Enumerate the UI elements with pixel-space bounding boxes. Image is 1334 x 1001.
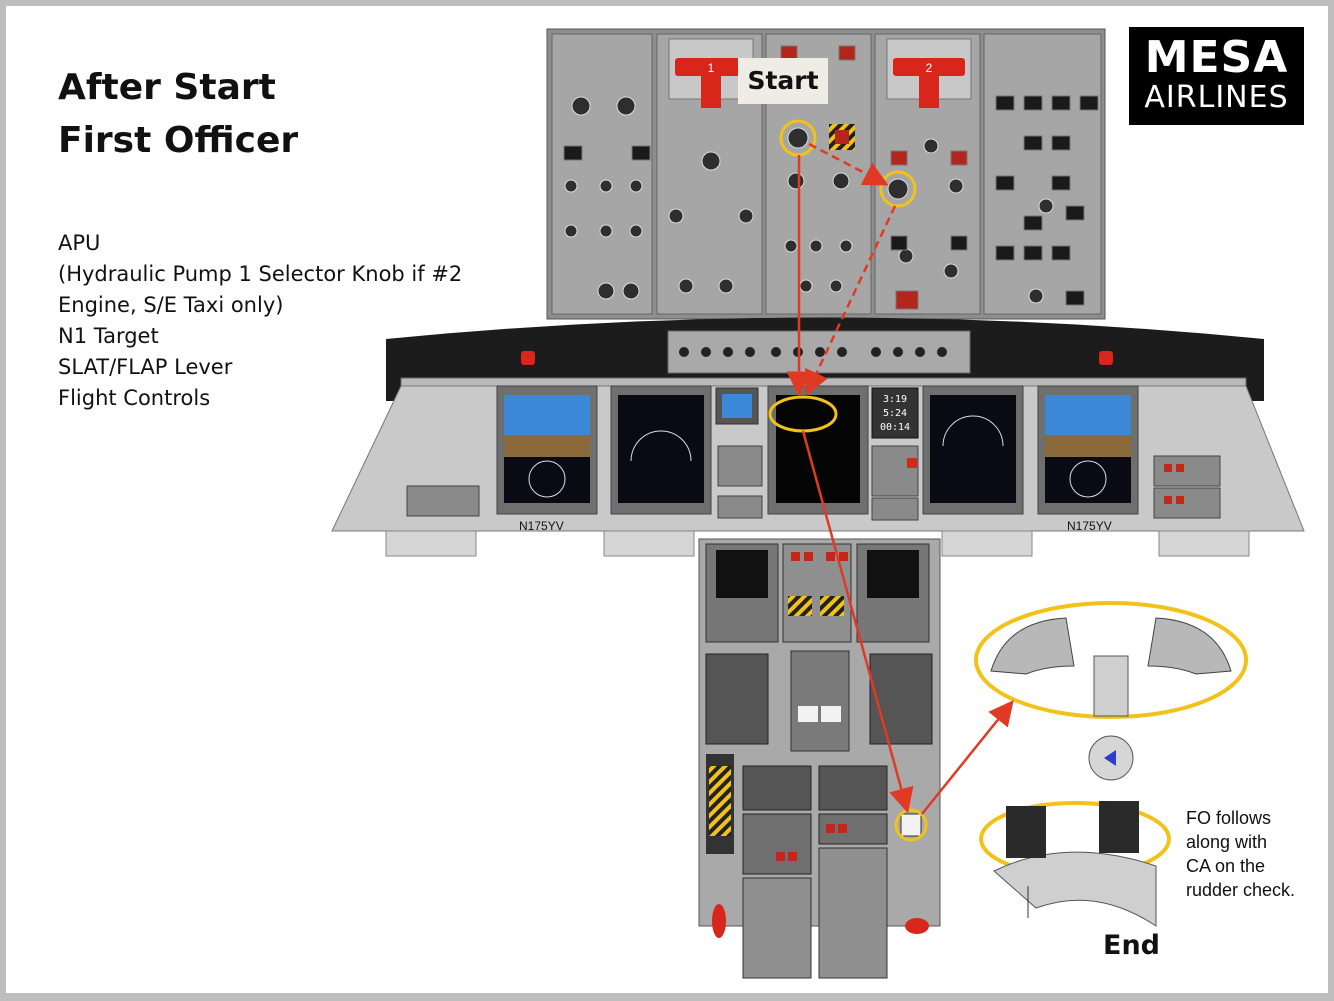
instrument-panel: 3:19 5:24 00:14 <box>331 317 1305 557</box>
cockpit-diagram: 1 2 <box>331 28 1305 979</box>
clock-digit-2: 5:24 <box>883 408 907 419</box>
slide: After Start First Officer APU (Hydraulic… <box>6 6 1328 993</box>
yoke-highlight <box>974 601 1248 719</box>
logo-line-1: MESA <box>1144 32 1289 83</box>
logo-line-2: AIRLINES <box>1144 80 1289 115</box>
tail-registration-right: N175YV <box>1067 519 1112 533</box>
step-item: APU <box>58 231 101 255</box>
hydraulic-pump-knob-highlight <box>879 170 917 208</box>
overhead-panel: 1 2 <box>546 28 1106 320</box>
flow-start-label: Start <box>738 58 828 104</box>
clock-digit-3: 00:14 <box>880 422 910 433</box>
step-item: SLAT/FLAP Lever <box>58 355 233 379</box>
flow-arrows <box>786 142 1014 815</box>
flow-end-label: End <box>1103 930 1160 961</box>
step-list: APU (Hydraulic Pump 1 Selector Knob if #… <box>58 228 462 414</box>
center-pedestal <box>698 538 941 979</box>
slide-title: After Start First Officer <box>58 61 298 167</box>
tail-registration-left: N175YV <box>519 519 564 533</box>
fo-rudder-check-note: FO follows along with CA on the rudder c… <box>1186 808 1296 900</box>
flight-controls-inset <box>974 601 1248 927</box>
step-item: Engine, S/E Taxi only) <box>58 293 284 317</box>
step-item: Flight Controls <box>58 386 211 410</box>
engine-1-handle-label: 1 <box>708 61 715 75</box>
clock-digit-1: 3:19 <box>883 394 907 405</box>
step-item: (Hydraulic Pump 1 Selector Knob if #2 <box>58 262 463 286</box>
engine-2-handle-label: 2 <box>926 61 933 75</box>
title-line-1: After Start <box>58 67 276 108</box>
title-line-2: First Officer <box>58 120 299 161</box>
mesa-airlines-logo: MESA AIRLINES <box>1129 27 1304 125</box>
step-item: N1 Target <box>58 324 159 348</box>
